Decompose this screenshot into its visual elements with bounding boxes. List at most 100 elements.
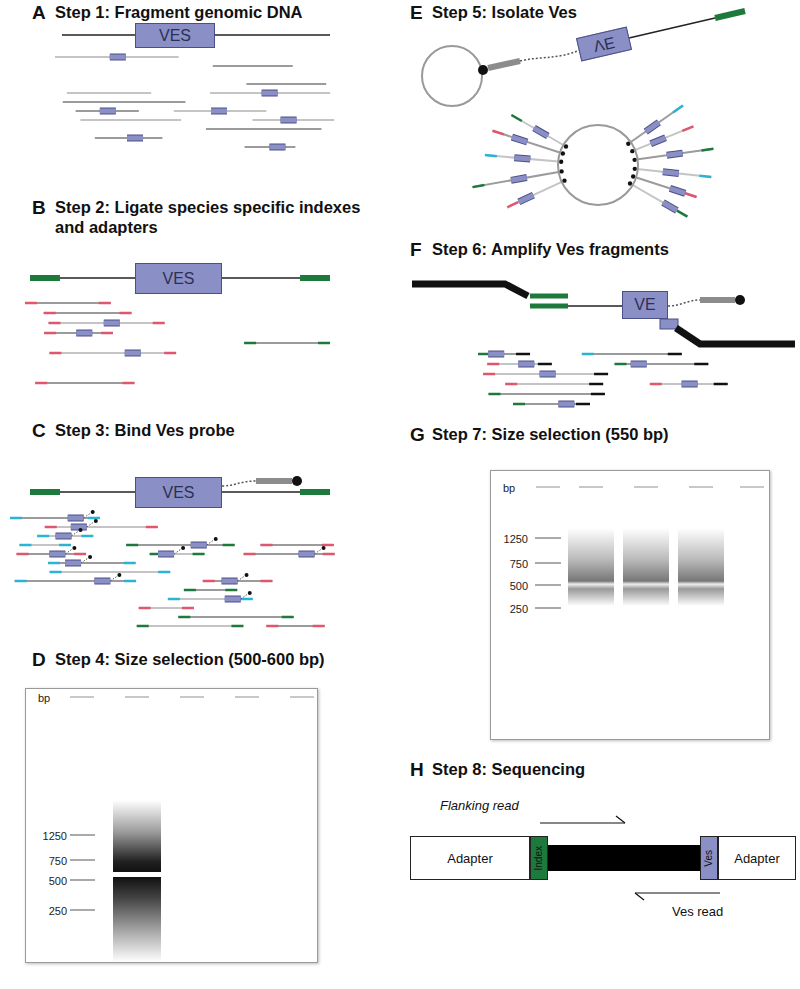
adapter-bar (300, 275, 330, 281)
bead-attachment (631, 174, 635, 178)
primer-end (576, 403, 590, 406)
dna-fragment (49, 322, 165, 324)
dna-fragment (137, 625, 244, 627)
ves-segment (646, 122, 659, 131)
ves-segment-outline (646, 122, 659, 131)
gel-well (180, 696, 204, 698)
index-adapter-end (241, 598, 253, 601)
ves-segment (281, 118, 297, 123)
index-adapter-end (37, 535, 49, 538)
index-adapter-end (260, 580, 272, 583)
index-adapter-end (25, 302, 37, 305)
probe-bar (488, 61, 520, 68)
dna-fragment (17, 553, 87, 555)
dna-smear (113, 877, 161, 962)
gel-well (634, 486, 658, 488)
ves-segment-outline (68, 515, 84, 522)
dna-fragment (50, 571, 171, 573)
dna-fragment (511, 115, 566, 147)
primer (412, 284, 528, 296)
adapter-box: Adapter (718, 836, 796, 880)
magnetic-bead (558, 125, 638, 205)
index-adapter-end (473, 185, 485, 187)
dna-fragment (76, 110, 139, 112)
probe-bead (94, 519, 98, 523)
index-adapter-end (48, 562, 60, 565)
ves-segment-outline (100, 108, 116, 115)
ves-segment-outline (281, 117, 297, 124)
ves-segment (514, 158, 530, 159)
index-adapter-end (244, 553, 256, 556)
adapter-box: Adapter (410, 836, 530, 880)
ves-segment (49, 552, 65, 557)
size-marker: 500 (26, 876, 67, 887)
dna-fragment (253, 119, 335, 121)
index-adapter-end (88, 517, 100, 520)
index-adapter-end (17, 553, 29, 556)
box-label: Adapter (447, 852, 493, 865)
ves-segment (65, 561, 81, 566)
index-adapter-end (511, 115, 521, 121)
ves-segment-outline (682, 381, 698, 388)
dna-fragment (633, 176, 696, 197)
dna-fragment (266, 625, 324, 627)
box-label: VES (159, 28, 191, 44)
index-box: Index (530, 836, 548, 880)
primer-end (516, 353, 530, 356)
index-adapter-end (50, 571, 62, 574)
index-adapter-end (582, 353, 594, 356)
ves-segment-outline (518, 361, 534, 368)
dna-fragment (485, 155, 561, 162)
gel-well (125, 696, 149, 698)
probe-link (207, 540, 214, 545)
index-adapter-end (184, 589, 196, 592)
panel-letter: F (410, 239, 422, 262)
ladder-band (70, 909, 95, 911)
index-adapter-end (146, 526, 158, 529)
primer-end (589, 383, 603, 386)
ves-box: Ves (700, 836, 718, 880)
ves-segment (519, 195, 534, 202)
probe-bead (322, 546, 326, 550)
probe-bead (79, 528, 83, 532)
dna-fragment (174, 110, 267, 112)
index-adapter-end (99, 302, 111, 305)
ves-segment (511, 178, 527, 181)
dna-fragment (246, 83, 326, 85)
ves-segment (94, 579, 110, 584)
ves-segment-outline (558, 401, 574, 408)
ves-box: VES (135, 263, 222, 294)
ves-segment-outline (110, 54, 126, 61)
ves-segment-outline (94, 578, 110, 585)
ladder-band (70, 834, 95, 836)
index-adapter-end (49, 322, 61, 325)
probe-link (87, 522, 94, 527)
ves-segment-outline (225, 596, 241, 603)
ves-segment (651, 138, 666, 144)
index-adapter-end (124, 562, 136, 565)
dna-fragment (635, 169, 711, 177)
ves-segment (100, 109, 116, 114)
dna-fragment (487, 363, 552, 365)
ves-box: VES (135, 23, 215, 48)
gel-group (70, 487, 764, 962)
index-adapter-end (193, 553, 205, 556)
probe-bead (292, 476, 302, 486)
probe-link (72, 531, 79, 536)
box-label: VES (162, 271, 194, 287)
index-adapter-end (507, 202, 518, 207)
bead-attachment (633, 167, 637, 171)
index-adapter-end (44, 312, 56, 315)
ves-segment-outline (191, 542, 207, 549)
index-adapter-end (35, 382, 47, 385)
dna-fragment (25, 302, 111, 304)
probe-bead (181, 546, 185, 550)
box-label: VE (634, 297, 655, 313)
index-adapter-end (322, 544, 334, 547)
read-label: Flanking read (440, 798, 519, 814)
panel-letter: H (410, 759, 424, 782)
dna-fragment (80, 119, 181, 121)
dna-fragment (139, 607, 194, 609)
probe-link (315, 549, 322, 554)
